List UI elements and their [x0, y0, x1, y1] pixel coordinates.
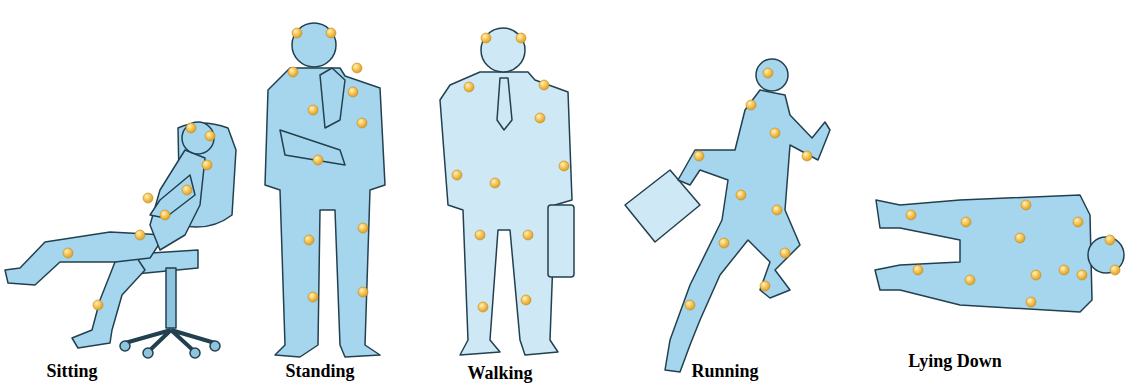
standing-figure — [265, 23, 385, 357]
chair-wheels — [120, 341, 220, 358]
sensor-dot — [288, 67, 298, 77]
sensor-dot — [523, 230, 533, 240]
sensor-dot — [352, 63, 362, 73]
running-figure — [625, 59, 830, 372]
sensor-dot — [516, 33, 526, 43]
chair-wheel — [190, 348, 200, 358]
sensor-dot — [1015, 233, 1025, 243]
silhouettes — [5, 23, 1124, 372]
tie — [497, 78, 512, 130]
sensor-dot — [1073, 217, 1083, 227]
body — [875, 195, 1092, 312]
head — [292, 23, 336, 67]
torso — [150, 150, 205, 250]
sensor-dot — [763, 68, 773, 78]
sensor-dot — [1021, 200, 1031, 210]
sensor-dot — [348, 87, 358, 97]
lying-figure — [875, 195, 1124, 312]
sensor-dot — [358, 223, 368, 233]
sensor-dot — [358, 287, 368, 297]
sensor-dot — [186, 123, 196, 133]
chair-base — [125, 330, 215, 352]
arm — [150, 175, 195, 218]
sensor-dot — [135, 230, 145, 240]
sensor-dot — [736, 190, 746, 200]
body — [265, 68, 385, 357]
briefcase — [548, 205, 574, 277]
sensor-dot — [1105, 235, 1115, 245]
pose-label: Walking — [467, 364, 532, 384]
chair-wheel — [210, 341, 220, 351]
sensor-dot — [694, 151, 704, 161]
sensor-dot — [961, 217, 971, 227]
sensor-dot — [719, 238, 729, 248]
chair-wheel — [120, 341, 130, 351]
sensor-dot — [292, 28, 302, 38]
sensor-dot — [93, 300, 103, 310]
crossed-arm — [280, 130, 345, 165]
sensor-dot — [313, 155, 323, 165]
sensor-dot — [357, 118, 367, 128]
sensor-dot — [1059, 265, 1069, 275]
sensor-dot — [965, 275, 975, 285]
sensor-dot — [478, 302, 488, 312]
sensor-dot — [913, 265, 923, 275]
sensor-dot — [1110, 265, 1120, 275]
sensor-dot — [304, 235, 314, 245]
sensor-dot — [475, 230, 485, 240]
pose-label: Sitting — [46, 362, 97, 382]
sensor-dot — [160, 210, 170, 220]
body — [665, 90, 830, 372]
pose-label: Running — [691, 362, 758, 382]
sensor-dot — [452, 170, 462, 180]
sensor-dot — [746, 100, 756, 110]
sensor-dot — [685, 300, 695, 310]
head — [756, 59, 788, 91]
sensor-dot — [490, 178, 500, 188]
sensor-dot — [770, 128, 780, 138]
pose-label: Standing — [285, 362, 354, 382]
sensor-dot — [760, 281, 770, 291]
back-leg — [72, 255, 145, 348]
head — [182, 122, 214, 154]
pose-label: Lying Down — [908, 352, 1002, 372]
sensor-dot — [1031, 270, 1041, 280]
sensor-dot — [559, 161, 569, 171]
sensor-dot — [308, 292, 318, 302]
walking-figure — [440, 28, 574, 355]
sensor-dot — [308, 105, 318, 115]
sitting-figure — [5, 122, 236, 358]
sensor-dot — [772, 205, 782, 215]
sensor-dot — [521, 295, 531, 305]
sensor-dot — [906, 210, 916, 220]
sensor-dot — [205, 131, 215, 141]
sensor-dot — [182, 185, 192, 195]
sensor-dot — [535, 113, 545, 123]
sensor-dot — [539, 80, 549, 90]
sensor-markers — [63, 28, 1120, 312]
sensor-dot — [802, 151, 812, 161]
sensor-dot — [780, 248, 790, 258]
sensor-dot — [1026, 297, 1036, 307]
sensor-dot — [202, 160, 212, 170]
sensor-dot — [1077, 270, 1087, 280]
head — [481, 28, 525, 72]
chair-wheel — [143, 348, 153, 358]
sensor-dot — [143, 193, 153, 203]
sensor-dot — [63, 248, 73, 258]
sensor-dot — [464, 82, 474, 92]
chair-post — [166, 268, 176, 328]
sensor-dot — [326, 28, 336, 38]
hand-to-chin — [320, 68, 345, 128]
sensor-dot — [481, 33, 491, 43]
